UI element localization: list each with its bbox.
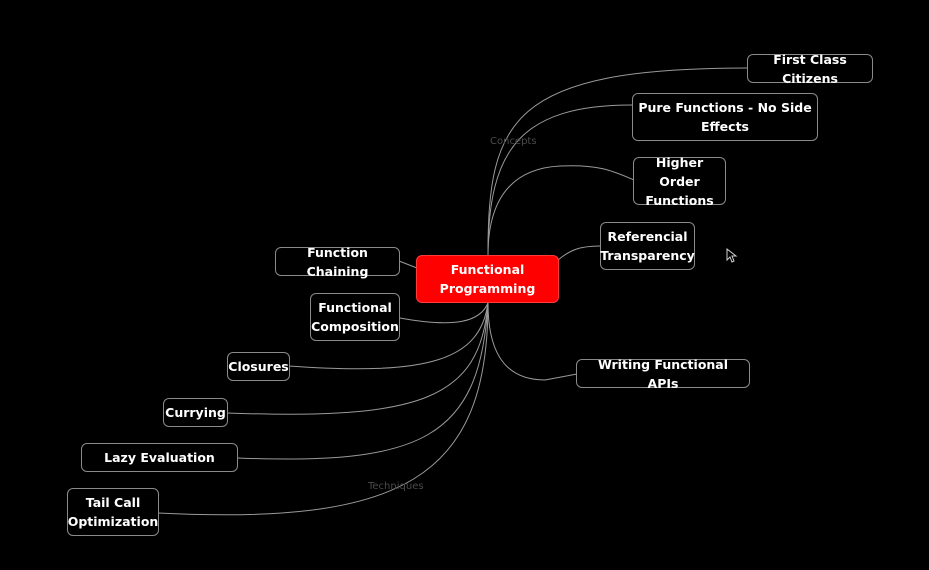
node-pure-functions[interactable]: Pure Functions - No Side Effects — [632, 93, 818, 141]
link-closures — [288, 302, 489, 370]
node-functional-composition[interactable]: Functional Composition — [310, 293, 400, 341]
link-currying — [226, 302, 489, 415]
node-higher-order-functions[interactable]: Higher Order Functions — [633, 155, 726, 208]
node-tail-call-optimization[interactable]: Tail Call Optimization — [67, 488, 159, 536]
node-writing-functional-apis[interactable]: Writing Functional APIs — [576, 357, 750, 391]
node-function-chaining[interactable]: Function Chaining — [275, 245, 400, 279]
link-tail-call — [157, 302, 489, 516]
node-currying[interactable]: Currying — [163, 398, 228, 427]
link-functional-composition — [399, 302, 489, 324]
link-higher-order — [487, 165, 635, 256]
link-lazy-evaluation — [236, 302, 489, 460]
node-lazy-evaluation[interactable]: Lazy Evaluation — [81, 443, 238, 472]
group-label-techniques: Techniques — [368, 481, 424, 492]
node-closures[interactable]: Closures — [227, 352, 290, 381]
link-first-class-citizens — [487, 67, 749, 256]
link-referencial-transparency — [557, 245, 601, 261]
node-referencial-transparency[interactable]: Referencial Transparency — [600, 222, 695, 270]
central-node-functional-programming[interactable]: Functional Programming — [416, 255, 559, 303]
node-first-class-citizens[interactable]: First Class Citizens — [747, 52, 873, 86]
link-function-chaining — [398, 260, 418, 269]
group-label-concepts: Concepts — [490, 136, 537, 147]
mouse-cursor-icon — [726, 248, 738, 263]
link-writing-functional-apis — [487, 302, 578, 381]
link-pure-functions — [487, 104, 633, 256]
